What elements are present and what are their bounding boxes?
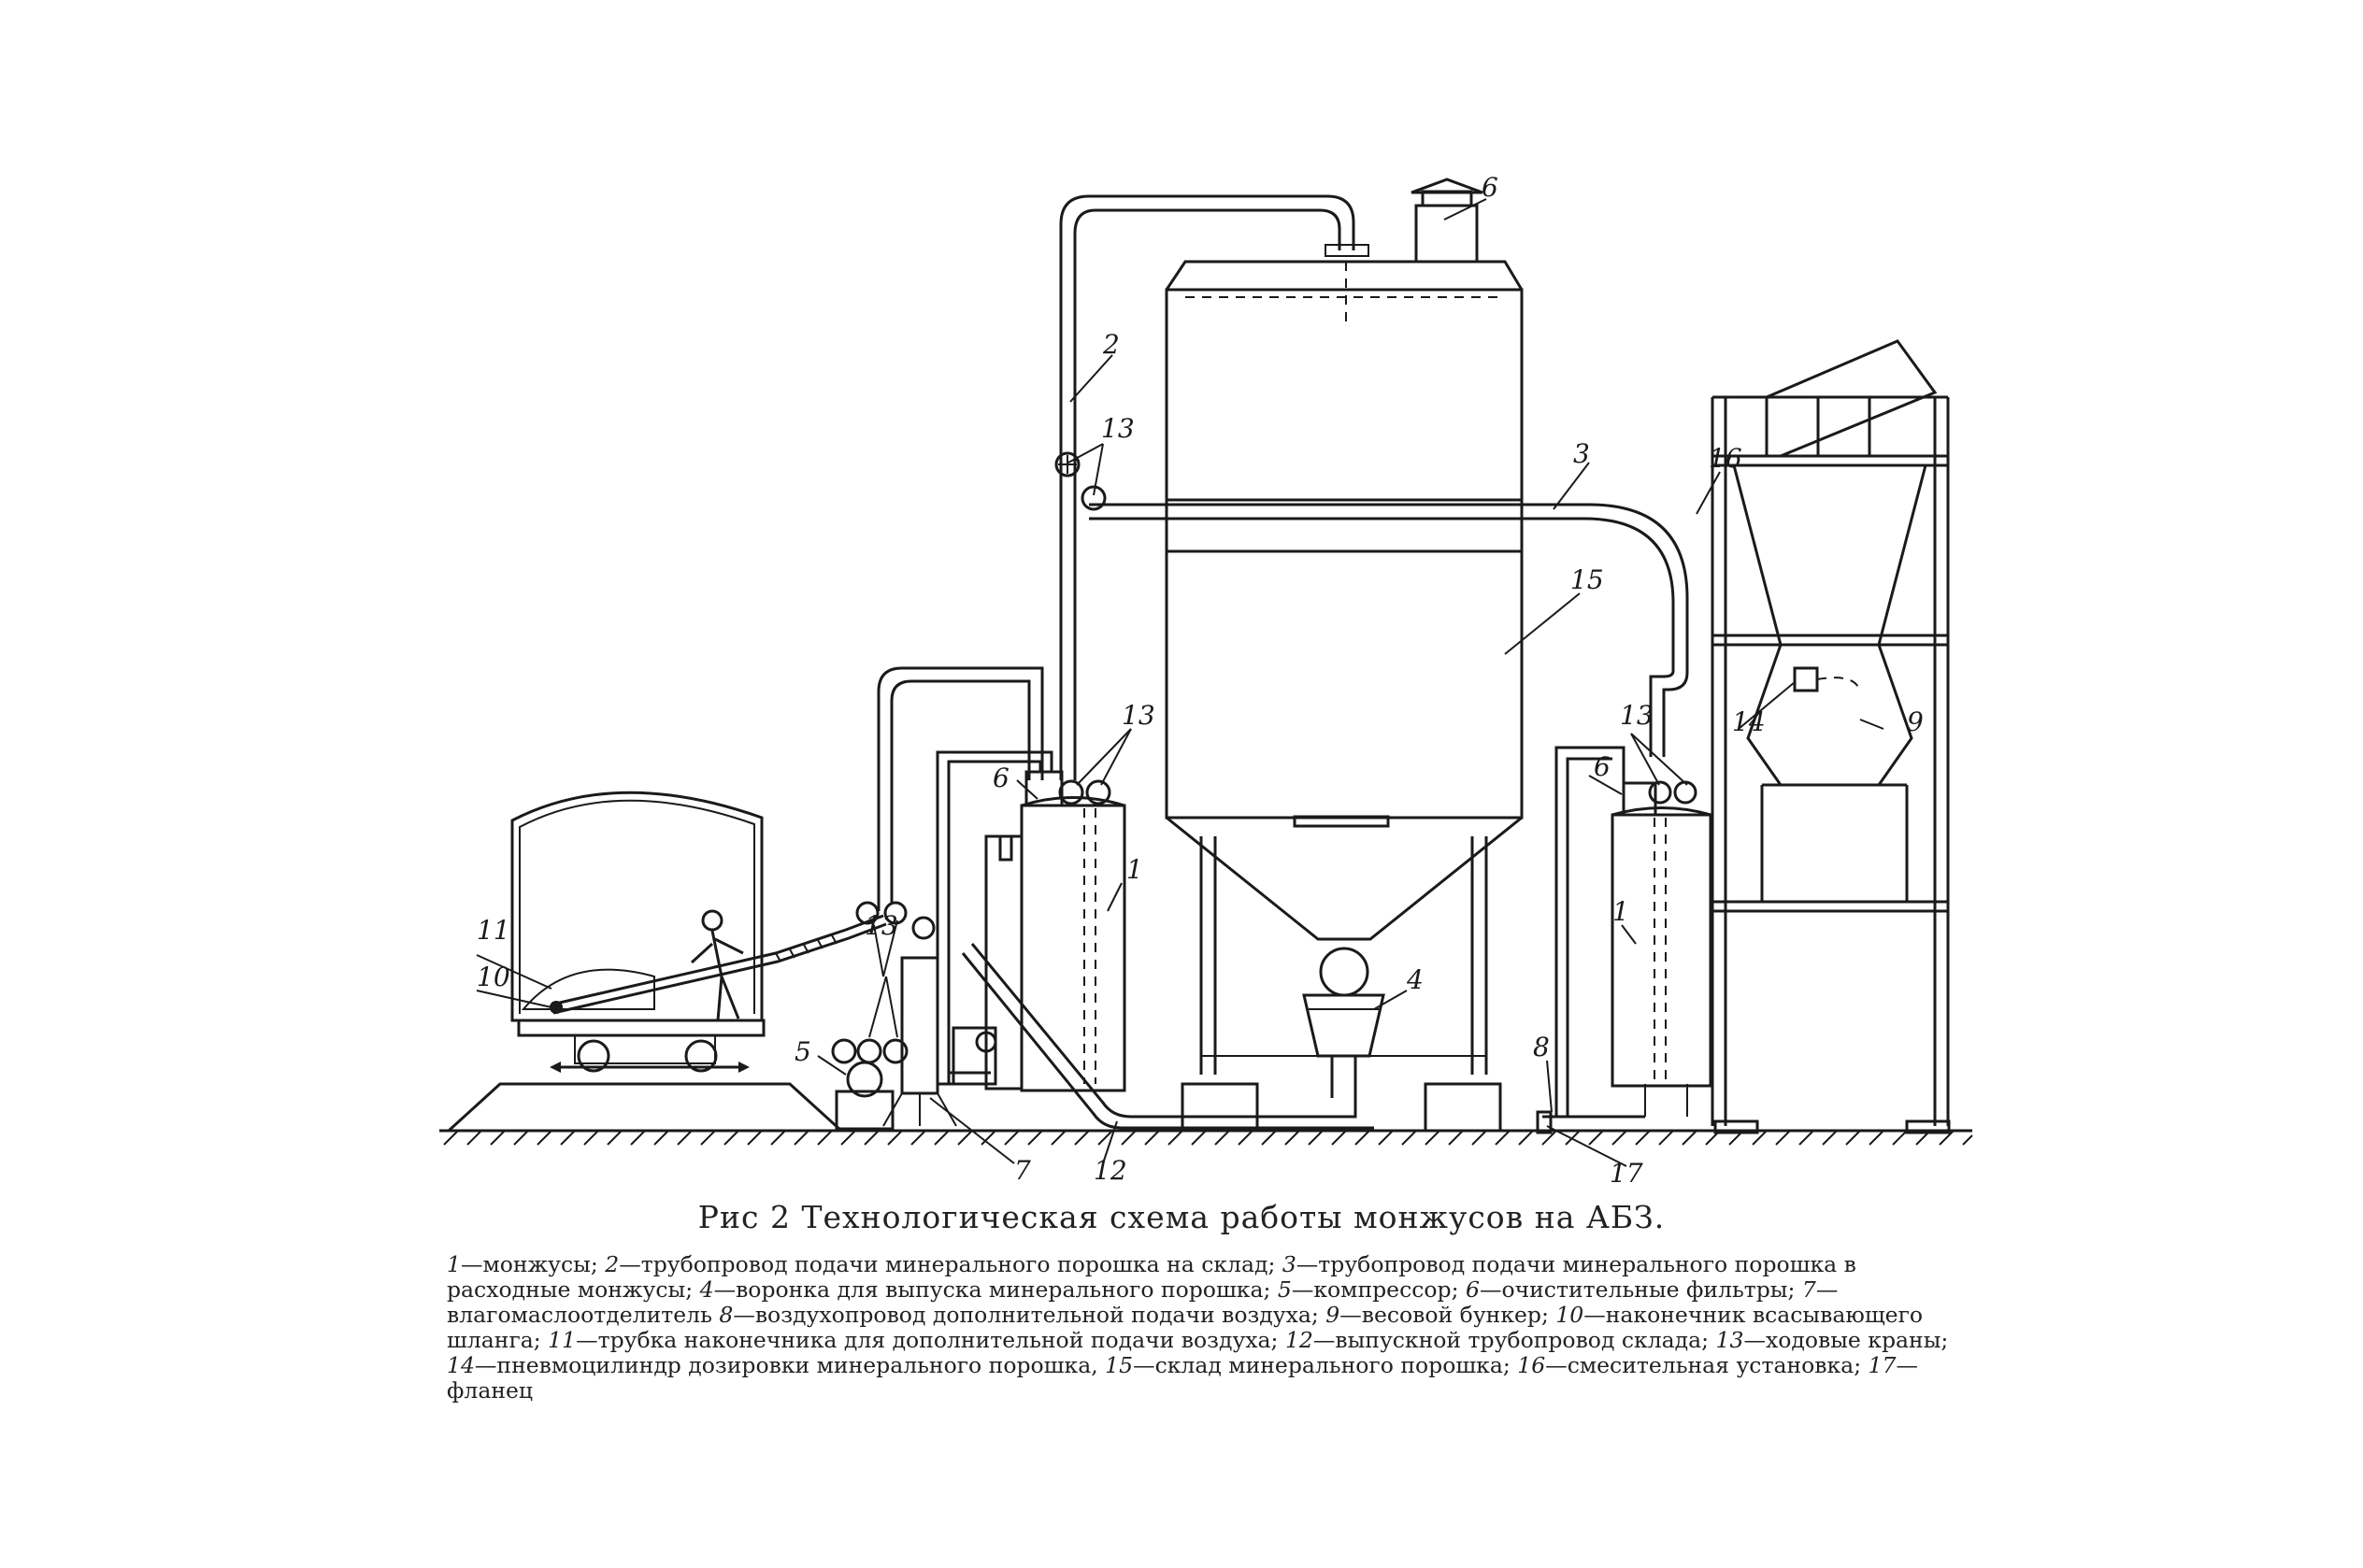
callout-2: 2 [1102,329,1120,360]
flange-17 [1536,1110,1553,1134]
legend-entry: 5—компрессор; [1278,1276,1466,1303]
callout-8: 8 [1533,1032,1550,1062]
legend-entry: 9—весовой бункер; [1325,1302,1555,1328]
legend-entry-text: —весовой бункер; [1339,1302,1556,1328]
legend-entry-number: 15 [1105,1352,1134,1378]
legend-entry-text: —воздухопровод дополнительной подачи воз… [733,1302,1326,1328]
outlet-pipeline-12 [961,943,1502,1133]
pneumocylinder-14 [1793,666,1861,692]
pipeline-3 [1089,503,1689,757]
legend-entry: 2—трубопровод подачи минерального порошк… [605,1251,1282,1277]
legend-entry-text: —очистительные фильтры; [1479,1276,1802,1303]
callout-12: 12 [1094,1155,1127,1186]
callout-13-compressor: 13 [865,910,898,941]
legend-entry-number: 14 [447,1352,475,1378]
monjus-right [1611,780,1712,1088]
callout-7: 7 [1014,1155,1031,1186]
legend-entry-text: —влагомаслоотделитель [447,1276,1839,1328]
callout-13-upper: 13 [1101,413,1135,444]
hose-pipeline [855,666,1044,940]
legend-entry-text: —компрессор; [1291,1276,1466,1303]
legend-entry-number: 13 [1715,1327,1744,1353]
callout-1-left: 1 [1126,854,1143,885]
legend-entry-text: —пневмоцилиндр дозировки минерального по… [474,1352,1106,1378]
callout-6-right: 6 [1594,751,1611,782]
legend-entry-number: 17 [1868,1352,1897,1378]
callout-5: 5 [795,1036,811,1067]
legend-entry-text: —смесительная установка; [1545,1352,1869,1378]
legend-entry: 14—пневмоцилиндр дозировки минерального … [447,1352,1105,1378]
callout-9: 9 [1907,706,1924,737]
legend-entry: 8—воздухопровод дополнительной подачи во… [719,1302,1325,1328]
air-duct-8 [1542,746,1688,1119]
callout-6-left: 6 [993,763,1010,793]
filter-cap-6 [1411,178,1483,264]
legend-entry: 11—трубка наконечника для дополнительной… [548,1327,1285,1353]
callout-11: 11 [477,915,510,946]
compressor-5 [831,1038,909,1131]
legend-entry-number: 11 [548,1327,577,1353]
filters-6-left [936,750,1053,1090]
legend-entry-text: —трубка наконечника для дополнительной п… [576,1327,1285,1353]
legend-entry-number: 4 [699,1276,714,1303]
figure-legend: 1—монжусы; 2—трубопровод подачи минераль… [447,1252,1961,1404]
callout-15: 15 [1570,564,1604,595]
mixing-plant-16 [1711,339,1951,1134]
railway-wagon [510,791,766,1073]
callout-14: 14 [1732,706,1766,737]
legend-entry-number: 2 [605,1251,620,1277]
callout-leaders [476,198,1884,1167]
legend-entry-number: 10 [1555,1302,1584,1328]
legend-entry: 1—монжусы; [447,1251,605,1277]
moisture-separator-7 [882,956,957,1127]
funnel-4 [1302,947,1385,1098]
legend-entry-number: 1 [447,1251,461,1277]
legend-entry-number: 3 [1282,1251,1296,1277]
callout-4: 4 [1406,964,1424,995]
figure-title: Рис 2 Технологическая схема работы монжу… [697,1199,1666,1235]
legend-entry-number: 8 [719,1302,734,1328]
worker-figure [690,909,744,1021]
pipeline-2 [1054,194,1369,780]
legend-entry-text: —воронка для выпуска минерального порошк… [713,1276,1278,1303]
legend-entry-number: 12 [1284,1327,1313,1353]
legend-entry: 16—смесительная установка; [1517,1352,1868,1378]
legend-entry-number: 16 [1517,1352,1546,1378]
legend-entry-number: 7 [1801,1276,1816,1303]
warehouse-15 [1165,260,1524,1075]
legend-entry-text: —ходовые краны; [1743,1327,1949,1353]
callout-13-right-monjus: 13 [1620,700,1654,731]
callout-16: 16 [1709,443,1742,474]
legend-entry-text: —склад минерального порошка; [1133,1352,1518,1378]
callout-17: 17 [1610,1158,1643,1189]
legend-entry-text: —фланец [447,1352,1918,1404]
legend-entry: 10—наконечник всасывающего шланга; [447,1302,1923,1353]
legend-entry-text: —монжусы; [460,1251,606,1277]
callout-1-right: 1 [1612,896,1629,927]
legend-entry: 7—влагомаслоотделитель [447,1276,1838,1328]
callout-10: 10 [477,962,510,992]
legend-entry-number: 9 [1325,1302,1340,1328]
rail-embankment [447,1082,843,1133]
legend-entry-number: 6 [1465,1276,1480,1303]
legend-entry: 6—очистительные фильтры; [1466,1276,1802,1303]
legend-entry-text: —трубопровод подачи минерального порошка… [447,1251,1856,1303]
legend-entry: 15—склад минерального порошка; [1105,1352,1517,1378]
callout-13-left-monjus: 13 [1122,700,1155,731]
callout-6-top: 6 [1482,172,1498,203]
legend-entry-number: 5 [1277,1276,1292,1303]
legend-entry: 17—фланец [447,1352,1918,1404]
legend-entry-text: —наконечник всасывающего шланга; [447,1302,1924,1353]
legend-entry: 13—ходовые краны; [1716,1327,1949,1353]
legend-entry: 4—воронка для выпуска минерального порош… [700,1276,1278,1303]
callout-3: 3 [1573,438,1590,469]
legend-entry: 3—трубопровод подачи минерального порошк… [447,1251,1856,1303]
legend-entry-text: —выпускной трубопровод склада; [1312,1327,1716,1353]
legend-entry-text: —трубопровод подачи минерального порошка… [619,1251,1282,1277]
legend-entry: 12—выпускной трубопровод склада; [1285,1327,1716,1353]
